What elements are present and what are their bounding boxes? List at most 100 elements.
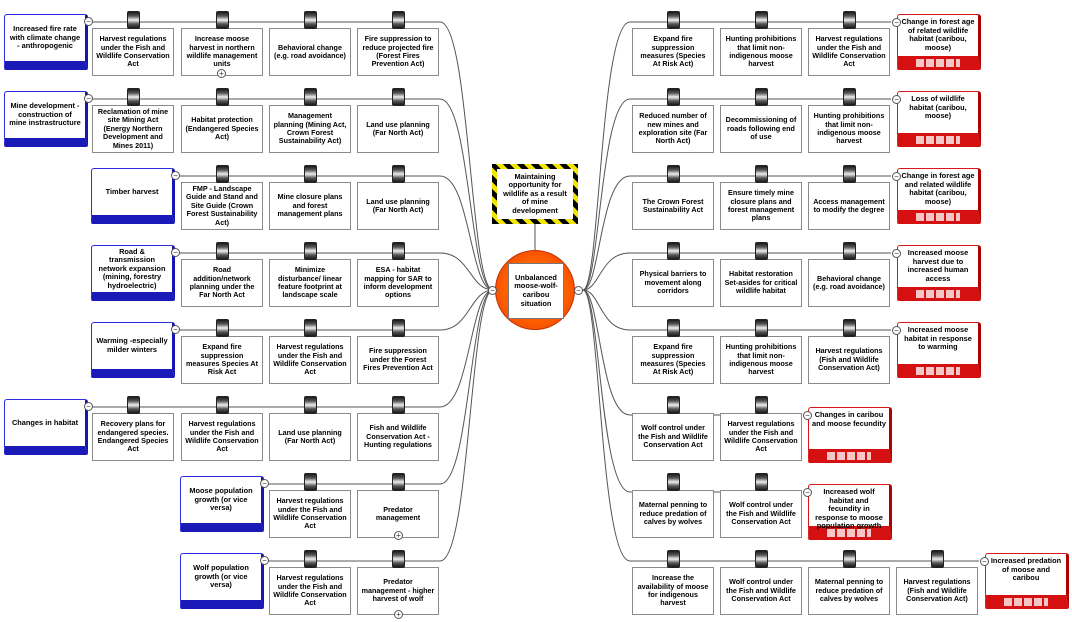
collapse-left-icon[interactable]: −	[488, 286, 497, 295]
barrier-box[interactable]: Fire suppression under the Forest Fires …	[357, 336, 439, 384]
consequence-box[interactable]: Changes in caribou and moose fecundity	[808, 407, 892, 463]
barrier-box[interactable]: Minimize disturbance/ linear feature foo…	[269, 259, 351, 307]
barrier-box[interactable]: Harvest regulations under the Fish and W…	[92, 28, 174, 76]
barrier-box[interactable]: Wolf control under the Fish and Wildlife…	[720, 567, 802, 615]
barrier-tab-icon	[392, 550, 405, 568]
barrier-box[interactable]: Management planning (Mining Act, Crown F…	[269, 105, 351, 153]
barrier-box[interactable]: Habitat protection (Endangered Species A…	[181, 105, 263, 153]
threat-box[interactable]: Warming -especially milder winters	[91, 322, 175, 378]
collapse-consequence-icon[interactable]: −	[803, 411, 812, 420]
threat-box[interactable]: Changes in habitat	[4, 399, 88, 455]
top-event-circle[interactable]: Unbalanced moose-wolf-caribou situation	[495, 250, 575, 330]
barrier-box[interactable]: Land use planning (Far North Act)	[357, 182, 439, 230]
collapse-threat-icon[interactable]: −	[84, 402, 93, 411]
collapse-consequence-icon[interactable]: −	[892, 18, 901, 27]
consequence-box[interactable]: Increased moose habitat in response to w…	[897, 322, 981, 378]
consequence-box[interactable]: Increased wolf habitat and fecundity in …	[808, 484, 892, 540]
barrier-box[interactable]: Ensure timely mine closure plans and for…	[720, 182, 802, 230]
barrier-box[interactable]: ESA - habitat mapping for SAR to inform …	[357, 259, 439, 307]
barrier-box[interactable]: FMP - Landscape Guide and Stand and Site…	[181, 182, 263, 230]
barrier-tab-icon	[667, 473, 680, 491]
barrier-box[interactable]: Hunting prohibitions that limit non-indi…	[720, 336, 802, 384]
barrier-box[interactable]: Hunting prohibitions that limit non-indi…	[720, 28, 802, 76]
collapse-consequence-icon[interactable]: −	[803, 488, 812, 497]
consequence-box[interactable]: Increased predation of moose and caribou	[985, 553, 1069, 609]
barrier-box[interactable]: Decommissioning of roads following end o…	[720, 105, 802, 153]
threat-box[interactable]: Road & transmission network expansion (m…	[91, 245, 175, 301]
barrier-box[interactable]: Harvest regulations under the Fish and W…	[269, 336, 351, 384]
barrier-box[interactable]: Physical barriers to movement along corr…	[632, 259, 714, 307]
barrier-box[interactable]: Mine closure plans and forest management…	[269, 182, 351, 230]
barrier-box[interactable]: Recovery plans for endangered species. E…	[92, 413, 174, 461]
barrier-box[interactable]: Harvest regulations (Fish and Wildlife C…	[896, 567, 978, 615]
barrier-box[interactable]: Wolf control under the Fish and Wildlife…	[720, 490, 802, 538]
collapse-right-icon[interactable]: −	[574, 286, 583, 295]
threat-box[interactable]: Wolf population growth (or vice versa)	[180, 553, 264, 609]
barrier-label: Fish and Wildlife Conservation Act - Hun…	[364, 423, 432, 450]
expand-icon[interactable]: +	[217, 69, 226, 78]
barrier-box[interactable]: Increase the availability of moose for i…	[632, 567, 714, 615]
collapse-consequence-icon[interactable]: −	[892, 326, 901, 335]
collapse-consequence-icon[interactable]: −	[892, 249, 901, 258]
barrier-label: Harvest regulations (Fish and Wildlife C…	[903, 577, 971, 604]
barrier-box[interactable]: Harvest regulations under the Fish and W…	[269, 490, 351, 538]
barrier-box[interactable]: Expand fire suppression measures (Specie…	[632, 28, 714, 76]
barrier-tab-icon	[843, 242, 856, 260]
consequence-connector	[582, 252, 891, 291]
barrier-box[interactable]: Predator management	[357, 490, 439, 538]
threat-box[interactable]: Moose population growth (or vice versa)	[180, 476, 264, 532]
barrier-box[interactable]: Reduced number of new mines and explorat…	[632, 105, 714, 153]
barrier-box[interactable]: The Crown Forest Sustainability Act	[632, 182, 714, 230]
barrier-box[interactable]: Maternal penning to reduce predation of …	[632, 490, 714, 538]
barrier-tab-icon	[216, 165, 229, 183]
consequence-label: Increased moose harvest due to increased…	[907, 248, 969, 283]
threat-box[interactable]: Increased fire rate with climate change …	[4, 14, 88, 70]
barrier-box[interactable]: Harvest regulations under the Fish and W…	[720, 413, 802, 461]
expand-icon[interactable]: +	[394, 610, 403, 619]
barrier-box[interactable]: Road addition/network planning under the…	[181, 259, 263, 307]
consequence-indicator	[916, 213, 960, 221]
barrier-box[interactable]: Harvest regulations under the Fish and W…	[181, 413, 263, 461]
barrier-box[interactable]: Fish and Wildlife Conservation Act - Hun…	[357, 413, 439, 461]
barrier-box[interactable]: Behavioral change (e.g. road avoidance)	[269, 28, 351, 76]
barrier-tab-icon	[304, 473, 317, 491]
barrier-box[interactable]: Land use planning (Far North Act)	[357, 105, 439, 153]
collapse-threat-icon[interactable]: −	[260, 479, 269, 488]
threat-box[interactable]: Mine development - construction of mine …	[4, 91, 88, 147]
collapse-consequence-icon[interactable]: −	[892, 95, 901, 104]
barrier-box[interactable]: Habitat restoration Set-asides for criti…	[720, 259, 802, 307]
barrier-box[interactable]: Land use planning (Far North Act)	[269, 413, 351, 461]
collapse-threat-icon[interactable]: −	[171, 325, 180, 334]
consequence-indicator	[916, 367, 960, 375]
barrier-box[interactable]: Harvest regulations under the Fish and W…	[269, 567, 351, 615]
barrier-box[interactable]: Wolf control under the Fish and Wildlife…	[632, 413, 714, 461]
hazard-box[interactable]: Maintaining opportunity for wildlife as …	[492, 164, 578, 224]
collapse-threat-icon[interactable]: −	[171, 171, 180, 180]
barrier-box[interactable]: Behavioral change (e.g. road avoidance)	[808, 259, 890, 307]
consequence-box[interactable]: Change in forest age of related wildlife…	[897, 14, 981, 70]
barrier-box[interactable]: Predator management - higher harvest of …	[357, 567, 439, 615]
barrier-box[interactable]: Expand fire suppression measures (Specie…	[632, 336, 714, 384]
consequence-indicator	[916, 136, 960, 144]
consequence-box[interactable]: Loss of wildlife habitat (caribou, moose…	[897, 91, 981, 147]
collapse-consequence-icon[interactable]: −	[980, 557, 989, 566]
collapse-consequence-icon[interactable]: −	[892, 172, 901, 181]
barrier-label: Harvest regulations under the Fish and W…	[185, 419, 259, 454]
barrier-label: The Crown Forest Sustainability Act	[642, 196, 704, 214]
barrier-box[interactable]: Maternal penning to reduce predation of …	[808, 567, 890, 615]
collapse-threat-icon[interactable]: −	[84, 94, 93, 103]
consequence-box[interactable]: Change in forest age and related wildlif…	[897, 168, 981, 224]
barrier-box[interactable]: Harvest regulations (Fish and Wildlife C…	[808, 336, 890, 384]
barrier-box[interactable]: Reclamation of mine site Mining Act (Ene…	[92, 105, 174, 153]
expand-icon[interactable]: +	[394, 531, 403, 540]
collapse-threat-icon[interactable]: −	[84, 17, 93, 26]
consequence-box[interactable]: Increased moose harvest due to increased…	[897, 245, 981, 301]
collapse-threat-icon[interactable]: −	[171, 248, 180, 257]
threat-box[interactable]: Timber harvest	[91, 168, 175, 224]
barrier-box[interactable]: Harvest regulations under the Fish and W…	[808, 28, 890, 76]
barrier-box[interactable]: Access management to modify the degree	[808, 182, 890, 230]
collapse-threat-icon[interactable]: −	[260, 556, 269, 565]
barrier-box[interactable]: Hunting prohibitions that limit non-indi…	[808, 105, 890, 153]
barrier-box[interactable]: Expand fire suppression measures Species…	[181, 336, 263, 384]
barrier-box[interactable]: Fire suppression to reduce projected fir…	[357, 28, 439, 76]
